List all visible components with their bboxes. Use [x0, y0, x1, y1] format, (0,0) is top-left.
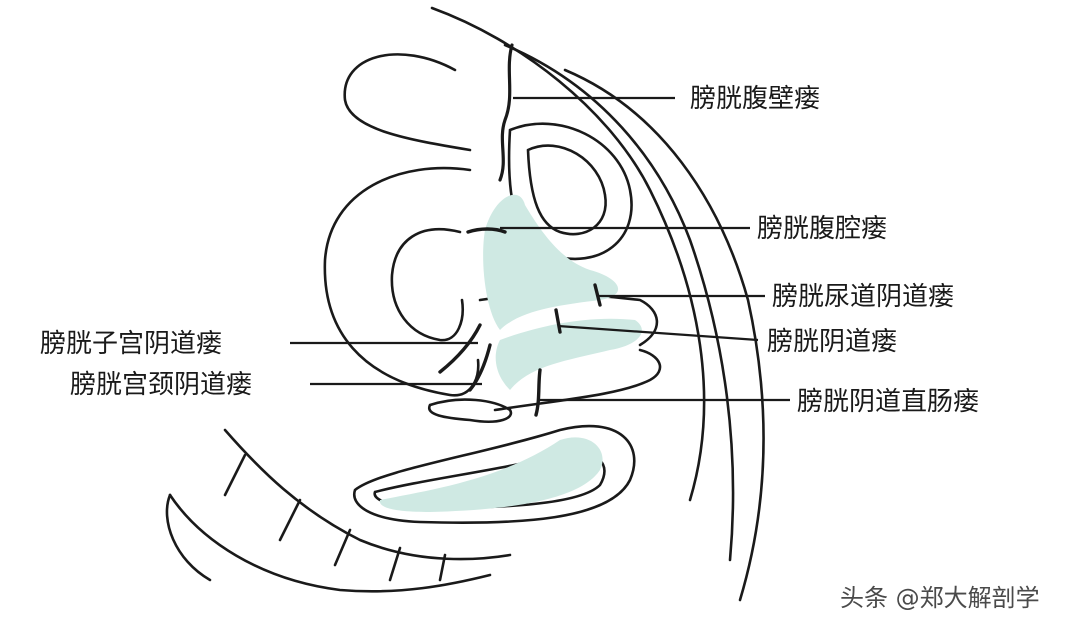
fistula-vagina	[554, 308, 562, 334]
sacrum-upper	[223, 428, 512, 561]
vertebra-1	[223, 453, 247, 497]
cervix	[427, 398, 513, 423]
leader-vagina	[557, 324, 759, 342]
label-bladder-abdominal-wall: 膀胱腹壁瘘	[690, 84, 821, 114]
label-bladder-vagina-rectum: 膀胱阴道直肠瘘	[797, 387, 980, 417]
uterus-inner	[390, 227, 464, 342]
bladder-fill	[483, 194, 619, 330]
vertebra-5	[438, 553, 447, 582]
bladder-inner	[526, 144, 607, 236]
sacrum-tail	[165, 493, 212, 582]
fistula-abdominal-wall	[498, 43, 514, 182]
label-bladder-uterus-vagina: 膀胱子宫阴道瘘	[40, 329, 223, 359]
uterus-outer	[323, 166, 480, 397]
label-bladder-vagina: 膀胱阴道瘘	[767, 327, 898, 357]
fistula-urethra-vagina	[593, 283, 602, 307]
sacrum-lower	[168, 493, 492, 593]
abdominal-wall-inner	[503, 43, 735, 562]
fistula-peritoneal	[466, 227, 507, 234]
vagina-fill	[495, 318, 642, 390]
label-bladder-cervix-vagina: 膀胱宫颈阴道瘘	[70, 370, 253, 400]
rectum-outer	[352, 424, 636, 524]
label-bladder-urethra-vagina: 膀胱尿道阴道瘘	[772, 282, 955, 312]
fistula-vagina-rectum	[534, 368, 542, 417]
vertebra-3	[333, 528, 352, 567]
fistula-uterus-vagina	[438, 323, 482, 374]
peritoneum-loop	[343, 53, 472, 152]
rectum-fill	[379, 437, 603, 512]
label-bladder-peritoneal: 膀胱腹腔瘘	[757, 214, 888, 244]
vertebra-4	[388, 546, 402, 582]
vertebra-2	[278, 498, 302, 542]
vagina-wall-lower	[493, 348, 662, 412]
abdominal-wall-far	[563, 68, 765, 602]
watermark: 头条 @郑大解剖学	[840, 584, 1040, 612]
fistula-cervix-vagina	[468, 343, 492, 392]
abdominal-wall-outer	[430, 6, 706, 502]
